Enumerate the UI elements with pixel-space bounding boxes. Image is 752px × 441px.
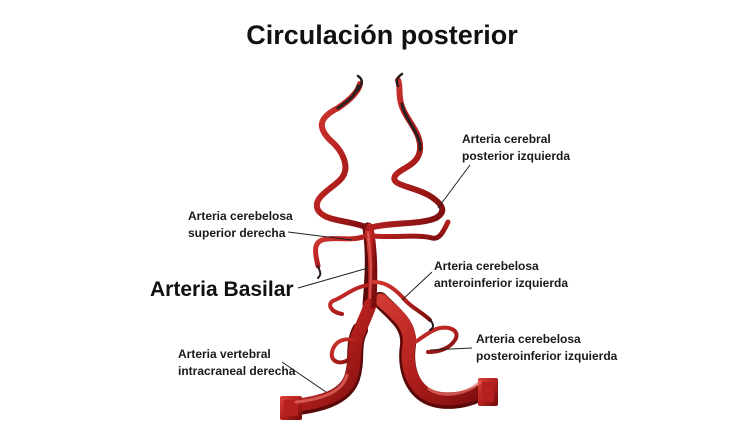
label-vertebral-right-line2: intracraneal derecha [178, 364, 296, 378]
artery-highlights [294, 233, 482, 404]
label-pica-left-line2: posteroinferior izquierda [476, 349, 618, 363]
sca-right-vessel [313, 233, 369, 269]
label-sca-right: Arteria cerebelosa superior derecha [188, 209, 293, 240]
pca-left [366, 77, 446, 231]
aica-left-vessel [372, 280, 432, 322]
vertebral-right-main [283, 298, 377, 413]
pca-right-tail [336, 84, 360, 110]
label-pica-left-line1: Arteria cerebelosa [476, 332, 581, 346]
artery-vessels [280, 77, 498, 420]
label-pca-left-line2: posterior izquierda [462, 149, 570, 163]
leader-vertebral-right [281, 361, 327, 393]
leader-pica-left [429, 347, 473, 351]
aica-right-vessel [328, 283, 372, 316]
leader-aica-left [401, 271, 433, 301]
label-basilar: Arteria Basilar [150, 278, 294, 301]
artery-illustration [280, 72, 498, 420]
vertebral-left-main [374, 293, 494, 406]
leader-sca-right [287, 231, 353, 241]
leader-lines [281, 164, 473, 393]
page-title: Circulación posterior [246, 20, 518, 50]
pica-left-vessel [408, 325, 459, 354]
vertebral-left-base [478, 378, 498, 406]
label-sca-right-line2: superior derecha [188, 226, 286, 240]
pca-left-tail [400, 102, 422, 152]
pica-right-vessel [329, 337, 357, 365]
label-vertebral-right-line1: Arteria vertebral [178, 347, 271, 361]
label-vertebral-right: Arteria vertebral intracraneal derecha [178, 347, 296, 378]
label-sca-right-line1: Arteria cerebelosa [188, 209, 293, 223]
label-aica-left-line2: anteroinferior izquierda [434, 276, 568, 290]
leader-basilar [297, 267, 369, 289]
artery-shadow [282, 222, 496, 416]
artery-tips [317, 72, 434, 331]
label-pica-left: Arteria cerebelosa posteroinferior izqui… [476, 332, 618, 363]
label-aica-left: Arteria cerebelosa anteroinferior izquie… [434, 259, 568, 290]
label-pca-left-line1: Arteria cerebral [462, 132, 551, 146]
label-pca-left: Arteria cerebral posterior izquierda [462, 132, 570, 163]
leader-pca-left [437, 164, 471, 209]
label-aica-left-line1: Arteria cerebelosa [434, 259, 539, 273]
sca-left-vessel [369, 219, 451, 241]
